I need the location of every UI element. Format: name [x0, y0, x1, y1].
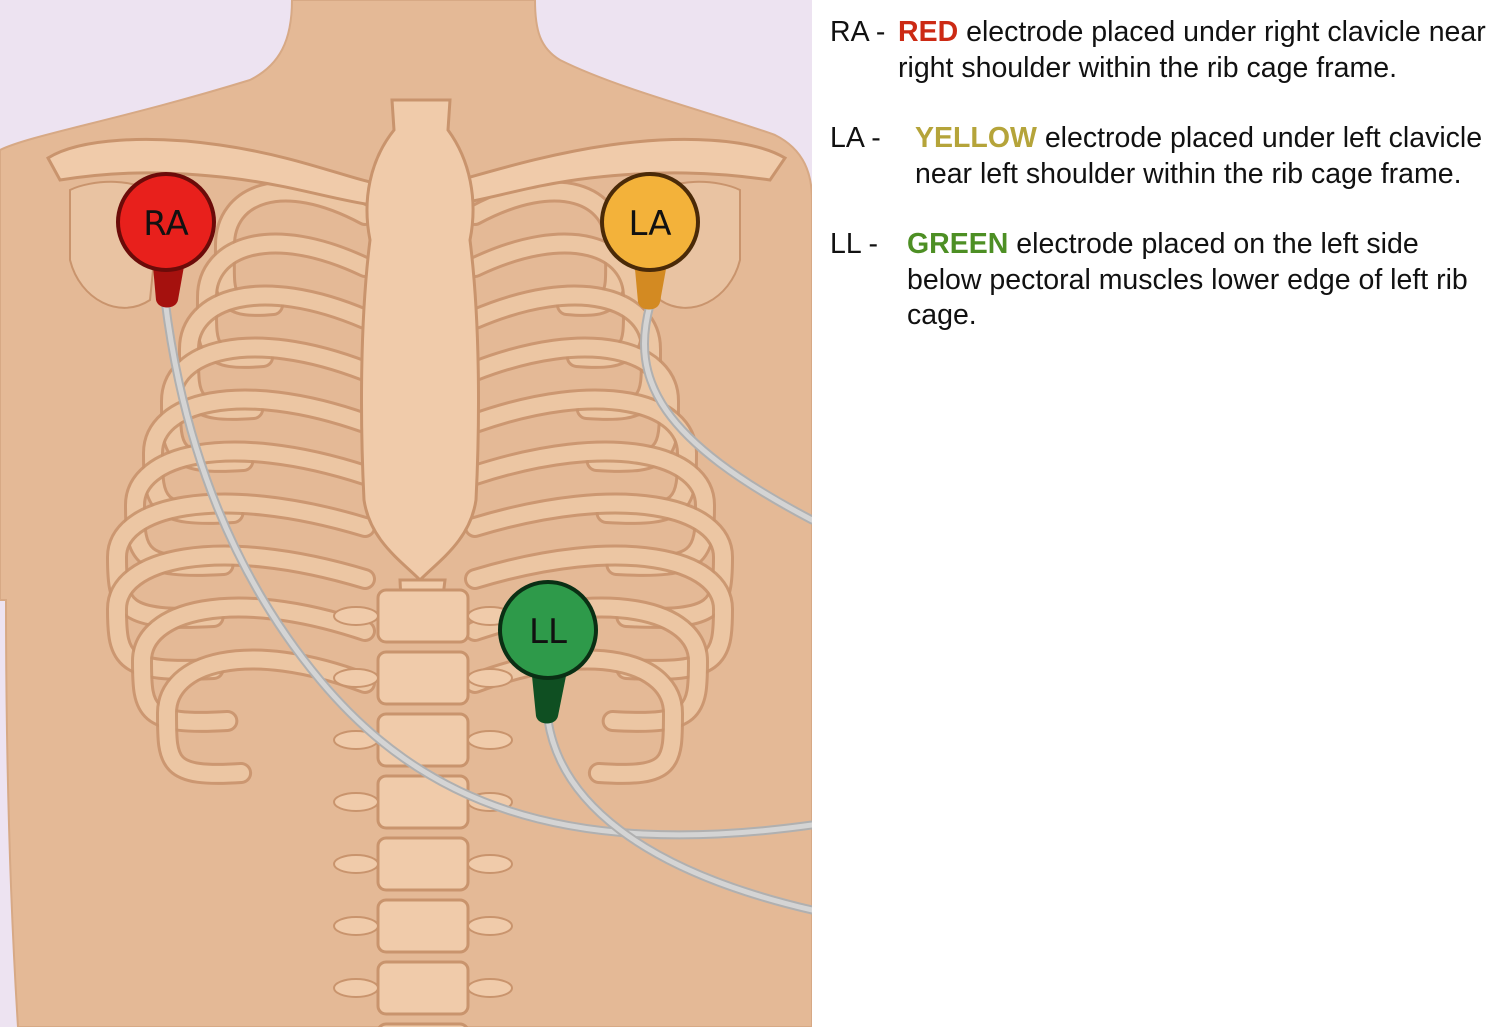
sternum	[360, 98, 480, 583]
ll-electrode-tail	[532, 676, 566, 724]
legend-description-ra: electrode placed under right clavicle ne…	[898, 16, 1486, 84]
legend-description-ll: electrode placed on the left side below …	[907, 228, 1468, 331]
legend-entry-ra: RA - RED electrode placed under right cl…	[830, 15, 1490, 86]
rib	[108, 495, 373, 626]
vertebra-process	[333, 606, 379, 626]
electrode-legend: RA - RED electrode placed under right cl…	[830, 15, 1490, 334]
legend-lead-ra: RA -	[830, 16, 894, 48]
legend-entry-la: LA - YELLOW electrode placed under left …	[830, 121, 1490, 192]
vertebra-process	[333, 916, 379, 936]
la-electrode-body	[600, 172, 700, 272]
ra-electrode-body	[116, 172, 216, 272]
legend-color-word-la: YELLOW	[915, 122, 1037, 154]
ra-electrode: RA	[116, 172, 216, 308]
ra-cable-highlight	[162, 297, 815, 838]
ra-electrode-label: RA	[143, 204, 189, 244]
ll-electrode-body	[498, 580, 598, 680]
rib	[158, 651, 373, 782]
la-electrode: LA	[600, 172, 700, 310]
vertebra-process	[467, 916, 513, 936]
vertebra-process	[467, 978, 513, 998]
la-electrode-label: LA	[629, 204, 672, 244]
legend-color-word-ll: GREEN	[907, 228, 1009, 260]
vertebra	[376, 898, 470, 954]
vertebra	[376, 712, 470, 768]
legend-entry-ll: LL - GREEN electrode placed on the left …	[830, 227, 1490, 334]
ll-electrode-label: LL	[529, 612, 567, 652]
torso-illustration: RA LA LL	[0, 0, 817, 1032]
legend-lead-ll: LL -	[830, 228, 886, 260]
vertebra-process	[333, 854, 379, 874]
vertebra-process	[467, 854, 513, 874]
legend-body-la: YELLOW electrode placed under left clavi…	[830, 121, 1490, 192]
legend-color-word-ra: RED	[898, 16, 959, 48]
vertebra	[376, 588, 470, 644]
vertebra	[376, 650, 470, 706]
vertebra-process	[333, 668, 379, 688]
legend-body-ra: RED electrode placed under right clavicl…	[830, 15, 1490, 86]
vertebra-process	[333, 978, 379, 998]
ll-electrode: LL	[498, 580, 598, 724]
legend-lead-la: LA -	[830, 122, 889, 154]
legend-description-la: electrode placed under left clavicle nea…	[915, 122, 1483, 190]
ll-cable-highlight	[545, 717, 815, 913]
vertebra-process	[467, 730, 513, 750]
rib	[467, 495, 732, 626]
vertebra-process	[333, 792, 379, 812]
spine	[333, 588, 513, 1032]
legend-body-ll: GREEN electrode placed on the left side …	[830, 227, 1490, 334]
vertebra	[376, 960, 470, 1016]
vertebra	[376, 836, 470, 892]
vertebra-process	[467, 668, 513, 688]
la-cable-highlight	[642, 302, 815, 523]
